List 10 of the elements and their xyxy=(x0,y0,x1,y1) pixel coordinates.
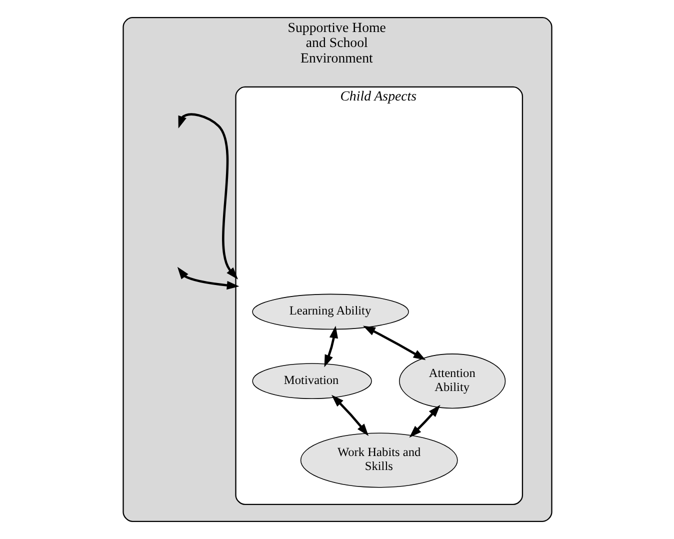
node-ellipse: Attention Ability xyxy=(398,354,506,409)
arrow xyxy=(178,113,238,280)
arrow xyxy=(324,326,338,368)
node-ellipse: Work Habits and Skills xyxy=(300,432,458,488)
node-ellipse: Learning Ability xyxy=(252,294,408,330)
arrow xyxy=(331,394,368,436)
arrow xyxy=(408,404,440,438)
node-ellipse: Motivation xyxy=(252,363,372,399)
arrow xyxy=(176,266,239,290)
arrow xyxy=(362,326,426,360)
